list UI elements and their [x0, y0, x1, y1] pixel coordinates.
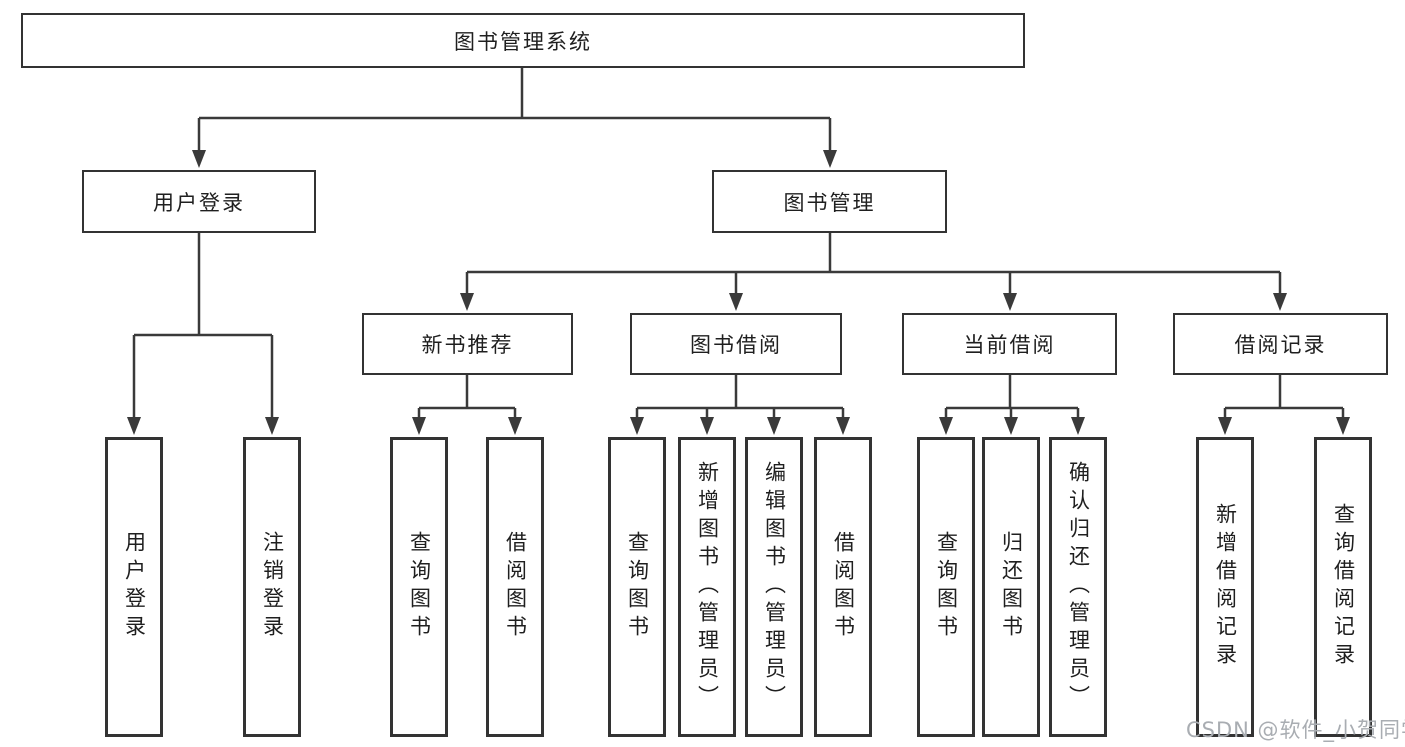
node-label: 图书管理系统 [454, 29, 592, 54]
leaf-query-books-current: 查询图书 [917, 437, 975, 737]
leaf-label: 用户登录 [122, 531, 147, 643]
arrowhead [1336, 417, 1350, 435]
node-current-borrowing: 当前借阅 [902, 313, 1117, 375]
leaf-label: 查询图书 [934, 531, 959, 643]
leaf-confirm-return-admin: 确认归还（管理员） [1049, 437, 1107, 737]
arrowhead [767, 417, 781, 435]
leaf-label: 查询图书 [407, 531, 432, 643]
leaf-borrow-books-borrowing: 借阅图书 [814, 437, 872, 737]
leaf-borrow-books-recommend: 借阅图书 [486, 437, 544, 737]
arrowhead [836, 417, 850, 435]
node-root-system: 图书管理系统 [21, 13, 1025, 68]
node-label: 图书借阅 [690, 333, 782, 357]
node-label: 当前借阅 [963, 333, 1056, 357]
arrowhead [412, 417, 426, 435]
leaf-logout: 注销登录 [243, 437, 301, 737]
node-label: 借阅记录 [1234, 333, 1327, 357]
leaf-label: 编辑图书（管理员） [762, 461, 787, 713]
node-label: 用户登录 [153, 190, 245, 215]
leaf-edit-book-admin: 编辑图书（管理员） [745, 437, 803, 737]
leaf-add-borrow-record: 新增借阅记录 [1196, 437, 1254, 737]
leaf-user-login: 用户登录 [105, 437, 163, 737]
leaf-return-books: 归还图书 [982, 437, 1040, 737]
connector-records-to-leaves [1218, 375, 1350, 435]
arrowhead [1218, 417, 1232, 435]
leaf-label: 借阅图书 [503, 531, 528, 643]
arrowhead [1071, 417, 1085, 435]
connector-root-to-level2 [192, 68, 837, 168]
leaf-query-books-recommend: 查询图书 [390, 437, 448, 737]
arrowhead [460, 293, 474, 311]
arrowhead [630, 417, 644, 435]
arrowhead [1273, 293, 1287, 311]
connector-bookborrow-to-leaves [630, 375, 850, 435]
leaf-label: 查询图书 [625, 531, 650, 643]
connector-mgmt-to-level3 [460, 233, 1287, 311]
leaf-query-books-borrowing: 查询图书 [608, 437, 666, 737]
leaf-label: 新增借阅记录 [1213, 503, 1238, 671]
arrowhead [192, 150, 206, 168]
leaf-query-borrow-record: 查询借阅记录 [1314, 437, 1372, 737]
node-borrowing-records: 借阅记录 [1173, 313, 1388, 375]
arrowhead [508, 417, 522, 435]
leaf-label: 归还图书 [999, 531, 1024, 643]
leaf-label: 注销登录 [260, 531, 285, 643]
arrowhead [1003, 293, 1017, 311]
arrowhead [265, 417, 279, 435]
leaf-label: 新增图书（管理员） [695, 461, 720, 713]
connector-recommend-to-leaves [412, 375, 522, 435]
leaf-add-book-admin: 新增图书（管理员） [678, 437, 736, 737]
leaf-label: 查询借阅记录 [1331, 503, 1356, 671]
connector-current-to-leaves [939, 375, 1085, 435]
arrowhead [823, 150, 837, 168]
connector-login-to-leaves [127, 233, 279, 435]
node-label: 图书管理 [783, 190, 876, 215]
node-book-borrowing: 图书借阅 [630, 313, 842, 375]
arrowhead [939, 417, 953, 435]
leaf-label: 确认归还（管理员） [1066, 461, 1091, 713]
leaf-label: 借阅图书 [831, 531, 856, 643]
arrowhead [1004, 417, 1018, 435]
node-book-management: 图书管理 [712, 170, 947, 233]
arrowhead [700, 417, 714, 435]
arrowhead [127, 417, 141, 435]
csdn-watermark: CSDN @软件_小贺同学 [1186, 718, 1405, 742]
arrowhead [729, 293, 743, 311]
node-label: 新书推荐 [421, 333, 514, 357]
node-new-book-recommend: 新书推荐 [362, 313, 573, 375]
node-user-login: 用户登录 [82, 170, 316, 233]
